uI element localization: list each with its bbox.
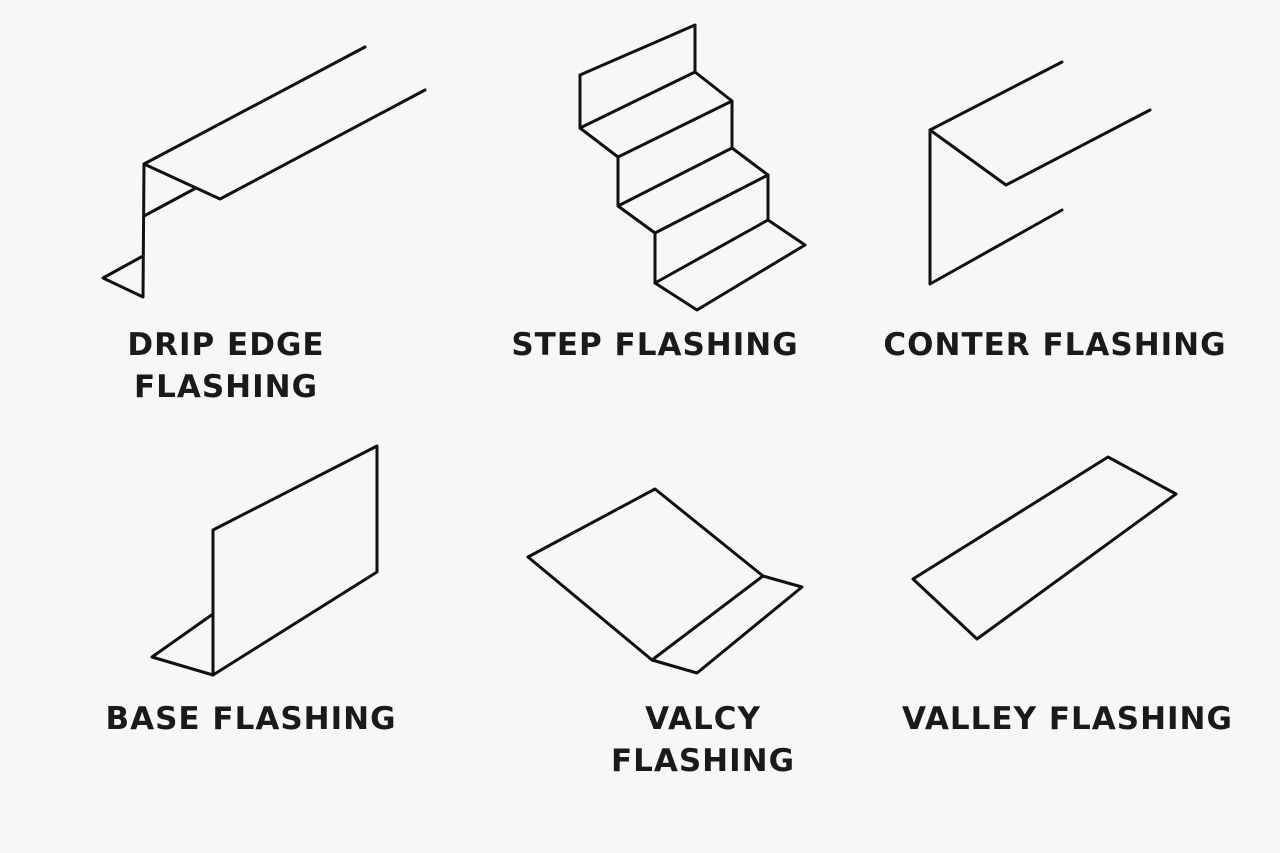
base-flashing-flange [150, 612, 215, 677]
label-step-flashing: STEP FLASHING [495, 324, 815, 366]
label-valley-right-line-1: VALLEY FLASHING [902, 701, 1233, 737]
drip-edge-outline [142, 45, 427, 201]
step-flashing-outline [578, 23, 807, 312]
label-drip-edge-flashing: DRIP EDGE FLASHING [106, 324, 346, 408]
valley-middle-crease [650, 574, 765, 662]
step-tread-2 [616, 99, 734, 159]
step-tread-3 [616, 146, 734, 208]
valley-right-outline [911, 455, 1178, 641]
label-step-line-1: STEP FLASHING [511, 327, 799, 363]
label-valley-middle-flashing: VALCY FLASHING [583, 698, 823, 782]
label-valley-middle-line-2: FLASHING [610, 743, 796, 779]
counter-flashing-drawing [928, 60, 1152, 286]
label-valley-middle-line-1: VALCY [645, 701, 761, 737]
label-drip-edge-line-2: FLASHING [133, 369, 319, 405]
step-tread-1 [578, 70, 697, 130]
base-flashing-drawing [150, 444, 379, 677]
valley-right-flashing-drawing [911, 455, 1178, 641]
valley-middle-outline [526, 487, 804, 675]
base-flashing-wall [211, 444, 379, 677]
counter-flashing-top [928, 60, 1152, 187]
label-base-flashing: BASE FLASHING [96, 698, 406, 740]
drip-edge-brace [142, 186, 198, 218]
step-tread-5 [653, 218, 770, 285]
label-counter-line-1: CONTER FLASHING [883, 327, 1227, 363]
label-drip-edge-line-1: DRIP EDGE [127, 327, 325, 363]
counter-flashing-face [928, 128, 1064, 286]
step-flashing-drawing [578, 23, 807, 312]
label-valley-right-flashing: VALLEY FLASHING [895, 698, 1240, 740]
valley-middle-flashing-drawing [526, 487, 804, 675]
drip-edge-flashing-drawing [101, 45, 427, 299]
label-counter-flashing: CONTER FLASHING [880, 324, 1230, 366]
step-tread-4 [653, 173, 770, 235]
label-base-line-1: BASE FLASHING [105, 701, 397, 737]
drip-edge-vertical-face [101, 162, 146, 299]
